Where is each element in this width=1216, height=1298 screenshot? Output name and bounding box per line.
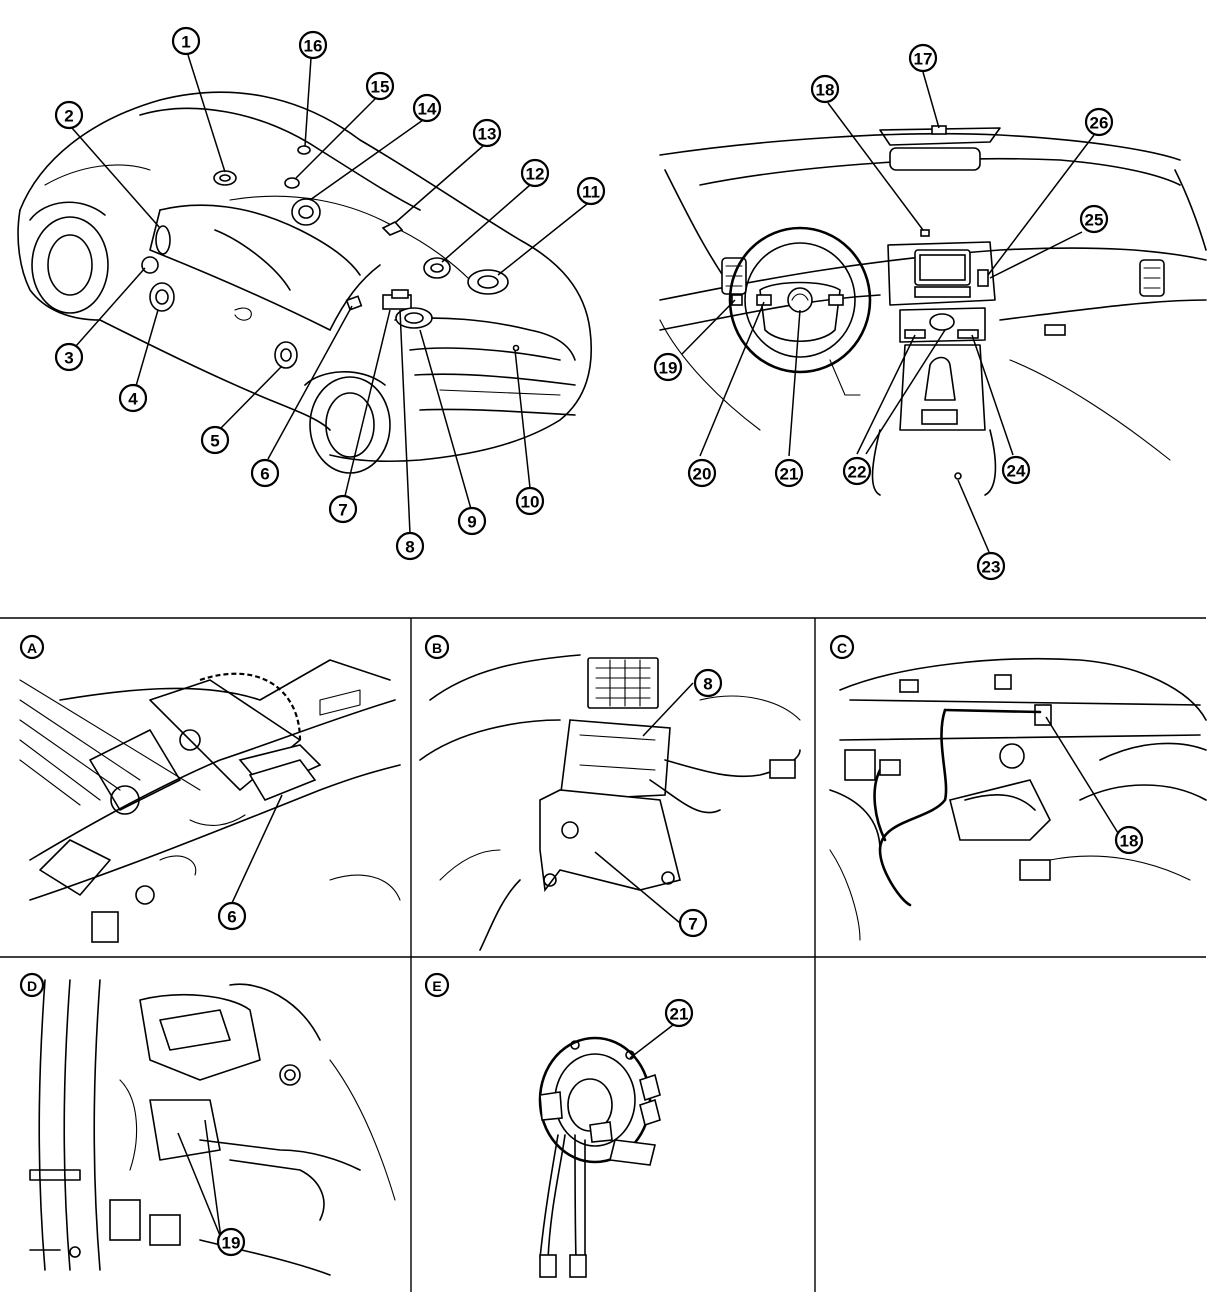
svg-text:7: 7	[688, 915, 697, 934]
svg-text:14: 14	[418, 100, 437, 119]
panel-b-callout-8: 8	[693, 668, 723, 698]
svg-text:19: 19	[659, 359, 678, 378]
interior-leader-lines	[681, 71, 1095, 553]
callout-24: 24	[1001, 455, 1031, 485]
callout-26: 26	[1084, 107, 1114, 137]
callout-8: 8	[395, 531, 425, 561]
svg-text:21: 21	[670, 1005, 689, 1024]
callout-3: 3	[54, 342, 84, 372]
callout-7: 7	[328, 494, 358, 524]
svg-text:4: 4	[128, 390, 138, 409]
callout-14: 14	[412, 93, 442, 123]
interior-view	[659, 125, 1207, 496]
panel-label-d: D	[19, 972, 45, 998]
svg-text:5: 5	[210, 432, 219, 451]
panel-label-e: E	[424, 972, 450, 998]
panel-label-b: B	[424, 634, 450, 660]
callout-6: 6	[250, 458, 280, 488]
callout-10: 10	[515, 486, 545, 516]
svg-text:12: 12	[526, 165, 545, 184]
svg-text:18: 18	[816, 81, 835, 100]
callout-22: 22	[842, 456, 872, 486]
svg-text:8: 8	[405, 538, 414, 557]
svg-text:15: 15	[371, 78, 390, 97]
panel-a-callout-6: 6	[217, 901, 247, 931]
svg-text:21: 21	[780, 465, 799, 484]
svg-text:19: 19	[222, 1234, 241, 1253]
panel-b-illustration	[419, 654, 801, 951]
panel-label-c: C	[829, 634, 855, 660]
svg-text:3: 3	[64, 349, 73, 368]
car-exterior-view	[17, 91, 593, 474]
callout-23: 23	[976, 551, 1006, 581]
svg-text:B: B	[432, 640, 442, 656]
callout-25: 25	[1079, 204, 1109, 234]
svg-text:2: 2	[64, 107, 73, 126]
callout-12: 12	[520, 158, 550, 188]
svg-text:13: 13	[478, 125, 497, 144]
panel-a-illustration	[19, 659, 401, 943]
callout-1: 1	[171, 26, 201, 56]
svg-text:10: 10	[521, 493, 540, 512]
callout-18: 18	[810, 74, 840, 104]
svg-text:A: A	[27, 640, 37, 656]
panel-e-illustration	[538, 1036, 661, 1278]
panel-b-callout-7: 7	[678, 908, 708, 938]
panel-d-callout-19: 19	[216, 1227, 246, 1257]
panel-d-illustration	[29, 979, 396, 1276]
callout-2: 2	[54, 100, 84, 130]
svg-text:16: 16	[304, 37, 323, 56]
callout-20: 20	[687, 458, 717, 488]
svg-text:26: 26	[1090, 114, 1109, 133]
svg-text:7: 7	[338, 501, 347, 520]
exterior-leader-lines	[71, 54, 588, 535]
svg-text:D: D	[27, 978, 37, 994]
svg-text:11: 11	[582, 183, 600, 202]
panel-grid	[0, 617, 1206, 1292]
callout-11: 11	[576, 176, 606, 206]
svg-text:1: 1	[181, 33, 190, 52]
callout-21: 21	[774, 458, 804, 488]
svg-text:20: 20	[693, 465, 712, 484]
panel-label-a: A	[19, 634, 45, 660]
callout-16: 16	[298, 30, 328, 60]
callout-9: 9	[457, 506, 487, 536]
svg-text:E: E	[432, 978, 441, 994]
callout-15: 15	[365, 71, 395, 101]
svg-text:6: 6	[260, 465, 269, 484]
svg-text:17: 17	[914, 50, 933, 69]
callout-19: 19	[653, 352, 683, 382]
svg-text:9: 9	[467, 513, 476, 532]
callout-5: 5	[200, 425, 230, 455]
svg-text:18: 18	[1120, 832, 1139, 851]
svg-text:25: 25	[1085, 211, 1104, 230]
svg-text:23: 23	[982, 558, 1001, 577]
callout-13: 13	[472, 118, 502, 148]
callout-17: 17	[908, 43, 938, 73]
callout-4: 4	[118, 383, 148, 413]
svg-text:22: 22	[848, 463, 867, 482]
svg-text:6: 6	[227, 908, 236, 927]
panel-c-callout-18: 18	[1114, 825, 1144, 855]
svg-text:C: C	[837, 640, 847, 656]
svg-text:8: 8	[703, 675, 712, 694]
panel-c-illustration	[829, 657, 1207, 941]
svg-text:24: 24	[1007, 462, 1026, 481]
panel-e-callout-21: 21	[664, 998, 694, 1028]
